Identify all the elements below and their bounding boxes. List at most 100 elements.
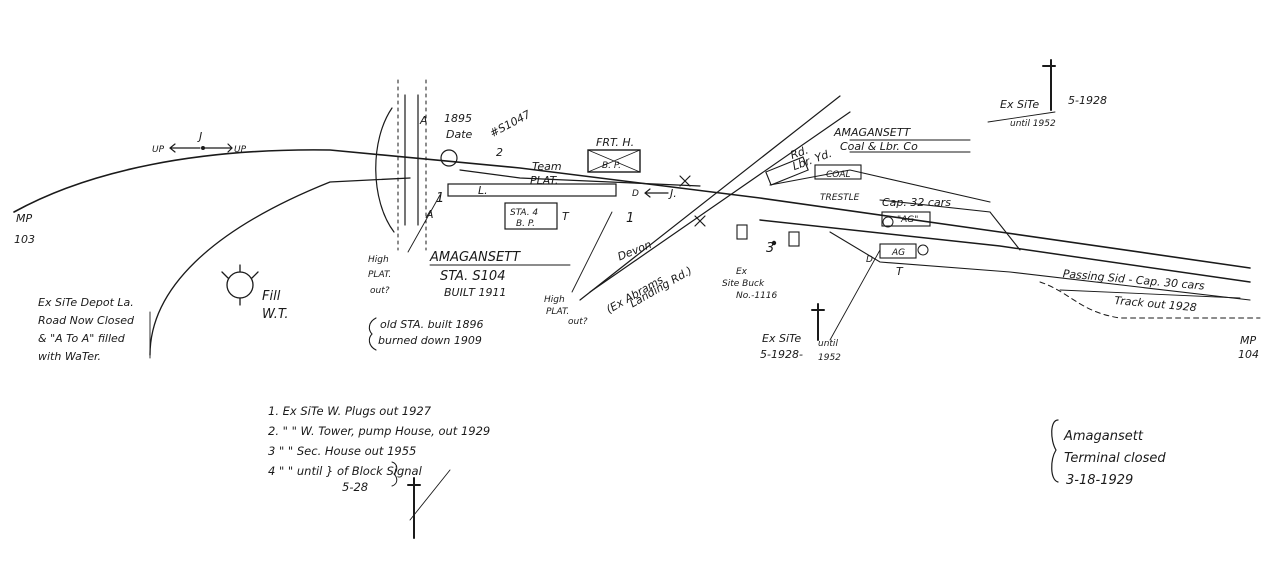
legend-text: " " W. Tower, pump House, out 1929 xyxy=(282,424,491,438)
milepost-left-num: 103 xyxy=(14,233,35,246)
ex-site-depot-1: Ex SiTe Depot La. xyxy=(38,296,134,309)
legend-num: 2. xyxy=(268,424,279,438)
legend-row: 4 " " until } of Block Signal xyxy=(268,464,422,478)
platform xyxy=(447,183,617,197)
legend-text: 5-28 xyxy=(342,480,369,494)
station-name: AMAGANSETT xyxy=(429,250,521,265)
d-j-label: J. xyxy=(668,187,677,200)
ag-tower-box-bottom xyxy=(879,243,917,259)
freight-house-x xyxy=(587,149,641,173)
passing-siding xyxy=(829,231,1251,301)
passing-sid-label: Passing Sid - Cap. 30 cars xyxy=(1062,267,1205,292)
milepost-right: MP xyxy=(1240,334,1256,347)
ex-site-depot-4: with WaTer. xyxy=(38,350,101,363)
passing-sid-underline xyxy=(1059,289,1241,299)
arrow-up-left xyxy=(169,143,201,153)
plat-label: PLAT. xyxy=(530,174,558,187)
company-2: Coal & Lbr. Co xyxy=(840,140,918,153)
sta-4-label: STA. 4 xyxy=(510,208,538,218)
block-signal-top-icon xyxy=(1042,59,1056,111)
number-s1047: #S1047 xyxy=(488,108,533,140)
legend-num: 4 xyxy=(268,464,276,478)
freight-house xyxy=(587,149,641,173)
high-plat-left-2: PLAT. xyxy=(368,270,391,280)
milepost-left: MP xyxy=(16,212,32,225)
water-plug-icon xyxy=(440,149,458,167)
t-plat: T xyxy=(562,210,570,223)
water-tank-legs xyxy=(221,264,259,306)
high-plat-right-1: High xyxy=(544,295,565,305)
plat-l: L. xyxy=(478,184,488,197)
site-buck-structure-2 xyxy=(788,231,800,247)
fill-wt-2: W.T. xyxy=(262,307,288,322)
legend-num: 1. xyxy=(268,404,279,418)
date-label: Date xyxy=(446,128,473,141)
marker-1-left: 1 xyxy=(436,191,444,206)
until-bottom-2: 1952 xyxy=(818,353,841,363)
station-leader-line xyxy=(407,194,441,253)
direction-up-left: UP xyxy=(152,145,165,155)
old-sta-bracket xyxy=(368,317,377,351)
legend-row: 1. Ex SiTe W. Plugs out 1927 xyxy=(268,404,431,418)
crossing-road-left xyxy=(579,95,841,301)
team-track xyxy=(459,169,701,187)
legend-signal-icon xyxy=(407,477,421,539)
legend-num: 3 xyxy=(268,444,276,458)
high-plat-leader xyxy=(571,211,613,293)
legend-text: Ex SiTe W. Plugs out 1927 xyxy=(282,404,432,418)
terminal-1: Amagansett xyxy=(1063,429,1144,444)
marker-3: 3 xyxy=(766,241,774,256)
marker-circle-2 xyxy=(917,244,929,256)
arrow-dj xyxy=(644,188,669,198)
ex-site-bottom-years: 5-1928- xyxy=(760,348,803,361)
ex-site-top: Ex SiTe xyxy=(1000,98,1039,111)
removed-track-dashed xyxy=(1039,281,1261,319)
signal-leader-bottom xyxy=(829,249,881,341)
terminal-2: Terminal closed xyxy=(1064,451,1166,466)
lower-main-track xyxy=(759,219,1251,283)
ex-site-top-leader xyxy=(987,111,1056,123)
arrow-up-right xyxy=(204,143,233,153)
legend-brace xyxy=(391,461,398,487)
direction-j: J xyxy=(197,130,202,143)
frt-h-label: FRT. H. xyxy=(596,136,634,149)
ag-bottom: AG xyxy=(891,248,905,258)
block-signal-bottom-icon xyxy=(811,303,825,341)
d-j-arrow: D xyxy=(632,189,639,199)
fill-wt-1: Fill xyxy=(262,289,281,304)
ex-site-bottom: Ex SiTe xyxy=(762,332,801,345)
lumber-yard-building xyxy=(765,156,809,186)
year-5-1928-top: 5-1928 xyxy=(1068,94,1107,107)
legend-row: 3 " " Sec. House out 1955 xyxy=(268,444,416,458)
cap32-siding xyxy=(879,199,1021,251)
legend-row: 2. " " W. Tower, pump House, out 1929 xyxy=(268,424,490,438)
cap-32: Cap. 32 cars xyxy=(882,196,951,209)
coal-siding xyxy=(769,169,991,203)
junction-dot xyxy=(201,146,205,150)
old-sta-1: old STA. built 1896 xyxy=(380,318,484,331)
ag-tower-box-top xyxy=(881,211,931,227)
ex-site-buck-1: Ex xyxy=(736,267,748,277)
high-plat-right-2: PLAT. xyxy=(546,307,569,317)
terminal-3: 3-18-1929 xyxy=(1066,473,1133,488)
direction-up-right: UP xyxy=(234,145,247,155)
t-ag: T xyxy=(896,265,904,278)
bridge-a-top: A xyxy=(419,114,428,127)
until-bottom-1: until xyxy=(818,339,838,349)
terminal-bracket xyxy=(1051,419,1059,483)
crossing-mark-1 xyxy=(679,175,691,187)
bridge-a-bottom: A xyxy=(425,208,434,221)
ex-site-buck-3: No.-1116 xyxy=(736,291,778,301)
until-1952-top: until 1952 xyxy=(1010,119,1056,129)
marker-2: 2 xyxy=(496,146,503,159)
track-out-label: Track out 1928 xyxy=(1114,294,1197,314)
site-buck-structure xyxy=(736,224,748,240)
ex-site-depot-3: & "A To A" filled xyxy=(38,332,126,345)
milepost-right-num: 104 xyxy=(1238,348,1259,361)
d-ag: D xyxy=(866,255,873,265)
approach-track xyxy=(149,177,411,356)
station-number: STA. S104 xyxy=(440,269,505,284)
ag-top: "AG" xyxy=(897,215,918,225)
